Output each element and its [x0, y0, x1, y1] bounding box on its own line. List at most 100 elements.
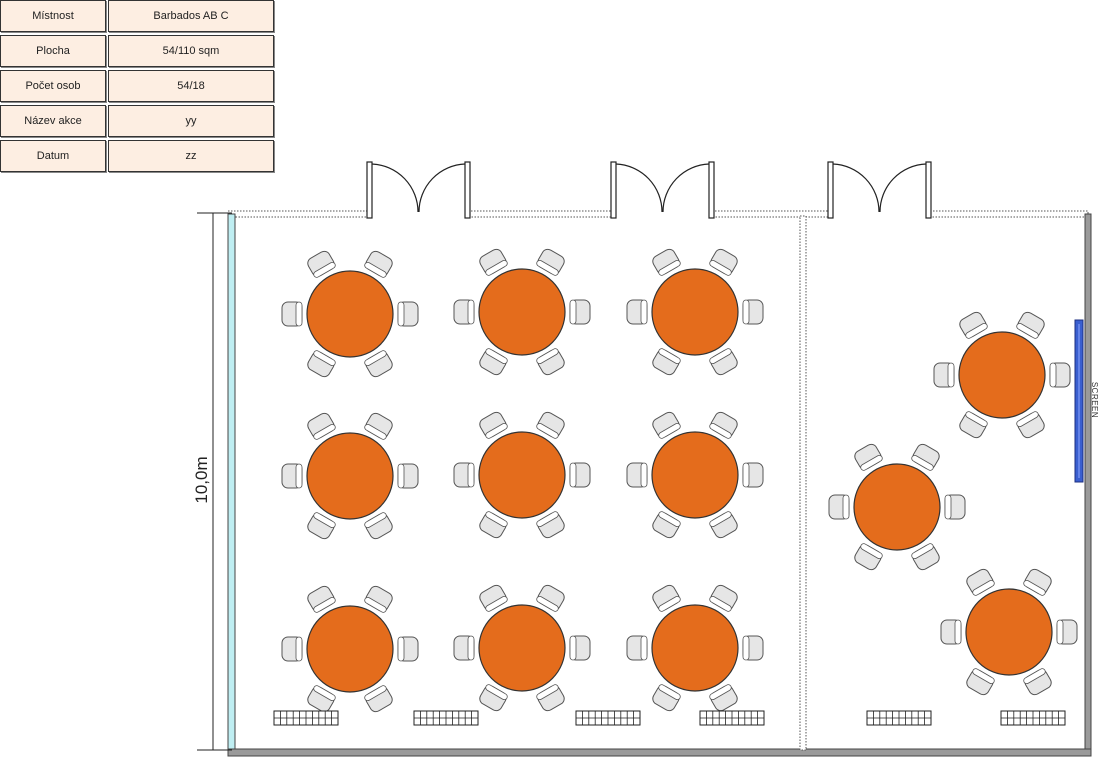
round-table-icon: [933, 311, 1071, 439]
chair-icon: [709, 511, 738, 539]
wall-top: [929, 210, 1089, 218]
round-table-icon: [281, 585, 419, 713]
radiator-icon: [273, 710, 339, 726]
chair-icon: [652, 348, 681, 376]
chair-icon: [479, 684, 508, 712]
chair-icon: [626, 462, 648, 488]
chair-icon: [944, 494, 966, 520]
room-info-table: Místnost Barbados AB C Plocha 54/110 sqm…: [0, 0, 276, 174]
chair-icon: [569, 462, 591, 488]
walls: [227, 210, 1092, 757]
chair-icon: [281, 301, 303, 327]
chair-icon: [709, 348, 738, 376]
chair-icon: [1016, 411, 1045, 439]
radiator-icon: [575, 710, 641, 726]
wall-top: [711, 210, 831, 218]
round-table-icon: [453, 248, 591, 376]
chair-icon: [536, 411, 565, 439]
table-top: [478, 431, 566, 519]
info-row-event-name: Název akce yy: [0, 105, 276, 139]
chair-icon: [364, 685, 393, 713]
chair-icon: [364, 412, 393, 440]
table-top: [965, 588, 1053, 676]
chair-icon: [1016, 311, 1045, 339]
chair-icon: [1049, 362, 1071, 388]
info-value: zz: [108, 140, 274, 172]
chair-icon: [479, 411, 508, 439]
wall-top: [467, 210, 614, 218]
wall-bottom: [227, 748, 1092, 757]
radiator-icon: [1000, 710, 1066, 726]
wall-top: [227, 210, 370, 218]
chair-icon: [854, 543, 883, 571]
info-key: Datum: [0, 140, 106, 172]
round-table-icon: [626, 248, 764, 376]
chair-icon: [742, 635, 764, 661]
chair-icon: [479, 584, 508, 612]
chair-icon: [709, 411, 738, 439]
table-top: [478, 268, 566, 356]
chair-icon: [364, 250, 393, 278]
door-icon: [827, 161, 932, 219]
chair-icon: [479, 248, 508, 276]
chair-icon: [652, 248, 681, 276]
chair-icon: [569, 635, 591, 661]
info-value: 54/110 sqm: [108, 35, 274, 67]
door-icon: [610, 161, 715, 219]
dimension-line: [197, 212, 232, 751]
round-table-icon: [453, 411, 591, 539]
dimension-label: 10,0m: [192, 456, 211, 503]
chair-icon: [307, 585, 336, 613]
chair-icon: [911, 543, 940, 571]
chair-icon: [966, 668, 995, 696]
table-top: [306, 432, 394, 520]
chair-icon: [1023, 568, 1052, 596]
door-icon: [366, 161, 471, 219]
chair-icon: [709, 584, 738, 612]
window-wall: [227, 213, 236, 753]
chair-icon: [364, 585, 393, 613]
chair-icon: [397, 636, 419, 662]
info-key: Plocha: [0, 35, 106, 67]
info-value: Barbados AB C: [108, 0, 274, 32]
chair-icon: [453, 635, 475, 661]
chair-icon: [626, 299, 648, 325]
screen-label: SCREEN: [1090, 382, 1099, 418]
info-key: Místnost: [0, 0, 106, 32]
info-row-room: Místnost Barbados AB C: [0, 0, 276, 34]
screen-icon: [1074, 319, 1084, 483]
radiator-icon: [699, 710, 765, 726]
info-key: Název akce: [0, 105, 106, 137]
chair-icon: [536, 684, 565, 712]
chair-icon: [453, 462, 475, 488]
chair-icon: [281, 636, 303, 662]
chair-icon: [652, 411, 681, 439]
info-row-date: Datum zz: [0, 140, 276, 174]
table-top: [478, 604, 566, 692]
info-key: Počet osob: [0, 70, 106, 102]
info-row-area: Plocha 54/110 sqm: [0, 35, 276, 69]
table-top: [853, 463, 941, 551]
room-partition: [799, 215, 807, 751]
radiator-icon: [413, 710, 479, 726]
chair-icon: [854, 443, 883, 471]
chair-icon: [626, 635, 648, 661]
chair-icon: [479, 511, 508, 539]
table-top: [651, 604, 739, 692]
round-table-icon: [453, 584, 591, 712]
chair-icon: [364, 350, 393, 378]
round-table-icon: [828, 443, 966, 571]
radiator-icon: [866, 710, 932, 726]
chair-icon: [569, 299, 591, 325]
chair-icon: [940, 619, 962, 645]
table-top: [651, 268, 739, 356]
chair-icon: [536, 348, 565, 376]
chair-icon: [307, 685, 336, 713]
chair-icon: [397, 301, 419, 327]
table-top: [651, 431, 739, 519]
chair-icon: [709, 248, 738, 276]
chair-icon: [307, 250, 336, 278]
chair-icon: [281, 463, 303, 489]
chair-icon: [652, 684, 681, 712]
